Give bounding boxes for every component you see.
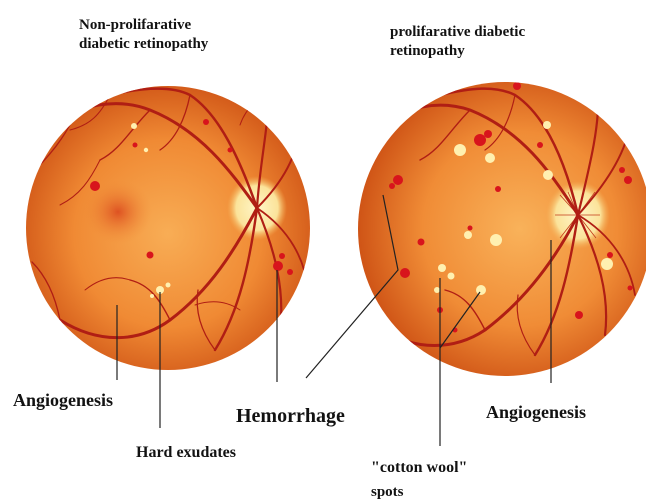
left-retina xyxy=(26,86,310,370)
angiogenesis-left-label: Angiogenesis xyxy=(13,390,113,411)
hemorrhage-label: Hemorrhage xyxy=(236,405,345,428)
left-title: Non-prolifarative diabetic retinopathy xyxy=(79,16,208,54)
left-title-line1: Non-prolifarative xyxy=(79,16,208,35)
cotton-wool-label-line2: spots xyxy=(371,480,467,504)
hard-exudates-label: Hard exudates xyxy=(136,444,236,462)
right-title-line2: retinopathy xyxy=(390,42,525,61)
right-retina xyxy=(358,82,646,376)
cotton-wool-label: "cotton wool" spots xyxy=(371,456,467,504)
right-title: prolifarative diabetic retinopathy xyxy=(390,23,525,61)
cotton-wool-label-line1: "cotton wool" xyxy=(371,456,467,480)
right-title-line1: prolifarative diabetic xyxy=(390,23,525,42)
left-title-line2: diabetic retinopathy xyxy=(79,35,208,54)
angiogenesis-right-label: Angiogenesis xyxy=(486,402,586,423)
